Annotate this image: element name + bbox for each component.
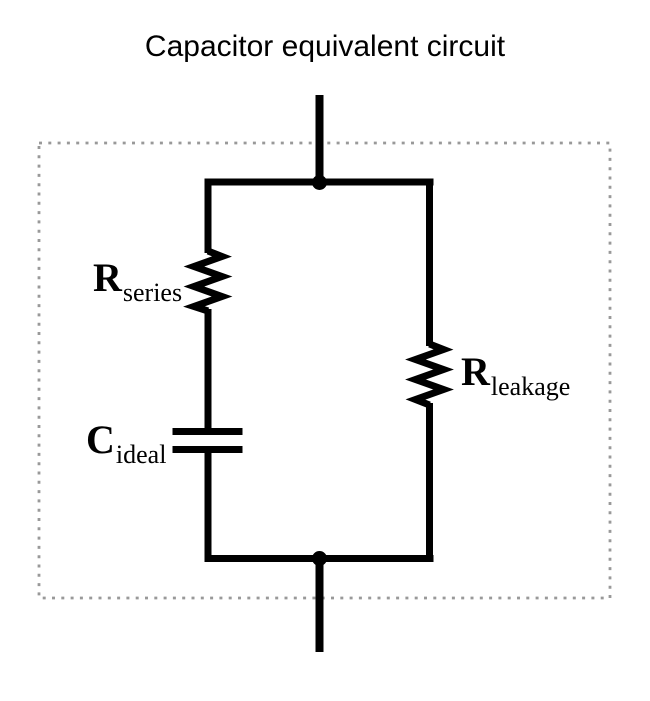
label-r-series-symbol: R [93, 255, 122, 300]
top-junction-dot [312, 175, 327, 190]
label-r-series: Rseries [93, 258, 182, 306]
label-c-ideal: Cideal [86, 420, 166, 468]
resistor-leakage-symbol [405, 340, 454, 409]
label-r-series-subscript: series [122, 278, 183, 307]
label-c-ideal-symbol: C [86, 417, 115, 462]
label-r-leakage-symbol: R [461, 349, 490, 394]
diagram-title: Capacitor equivalent circuit [144, 30, 506, 63]
label-r-leakage: Rleakage [461, 352, 570, 400]
bottom-junction-dot [312, 551, 327, 566]
label-r-leakage-subscript: leakage [490, 372, 571, 401]
label-c-ideal-subscript: ideal [115, 440, 167, 469]
equivalent-circuit-boundary [37, 141, 612, 600]
resistor-series-symbol [183, 247, 233, 315]
